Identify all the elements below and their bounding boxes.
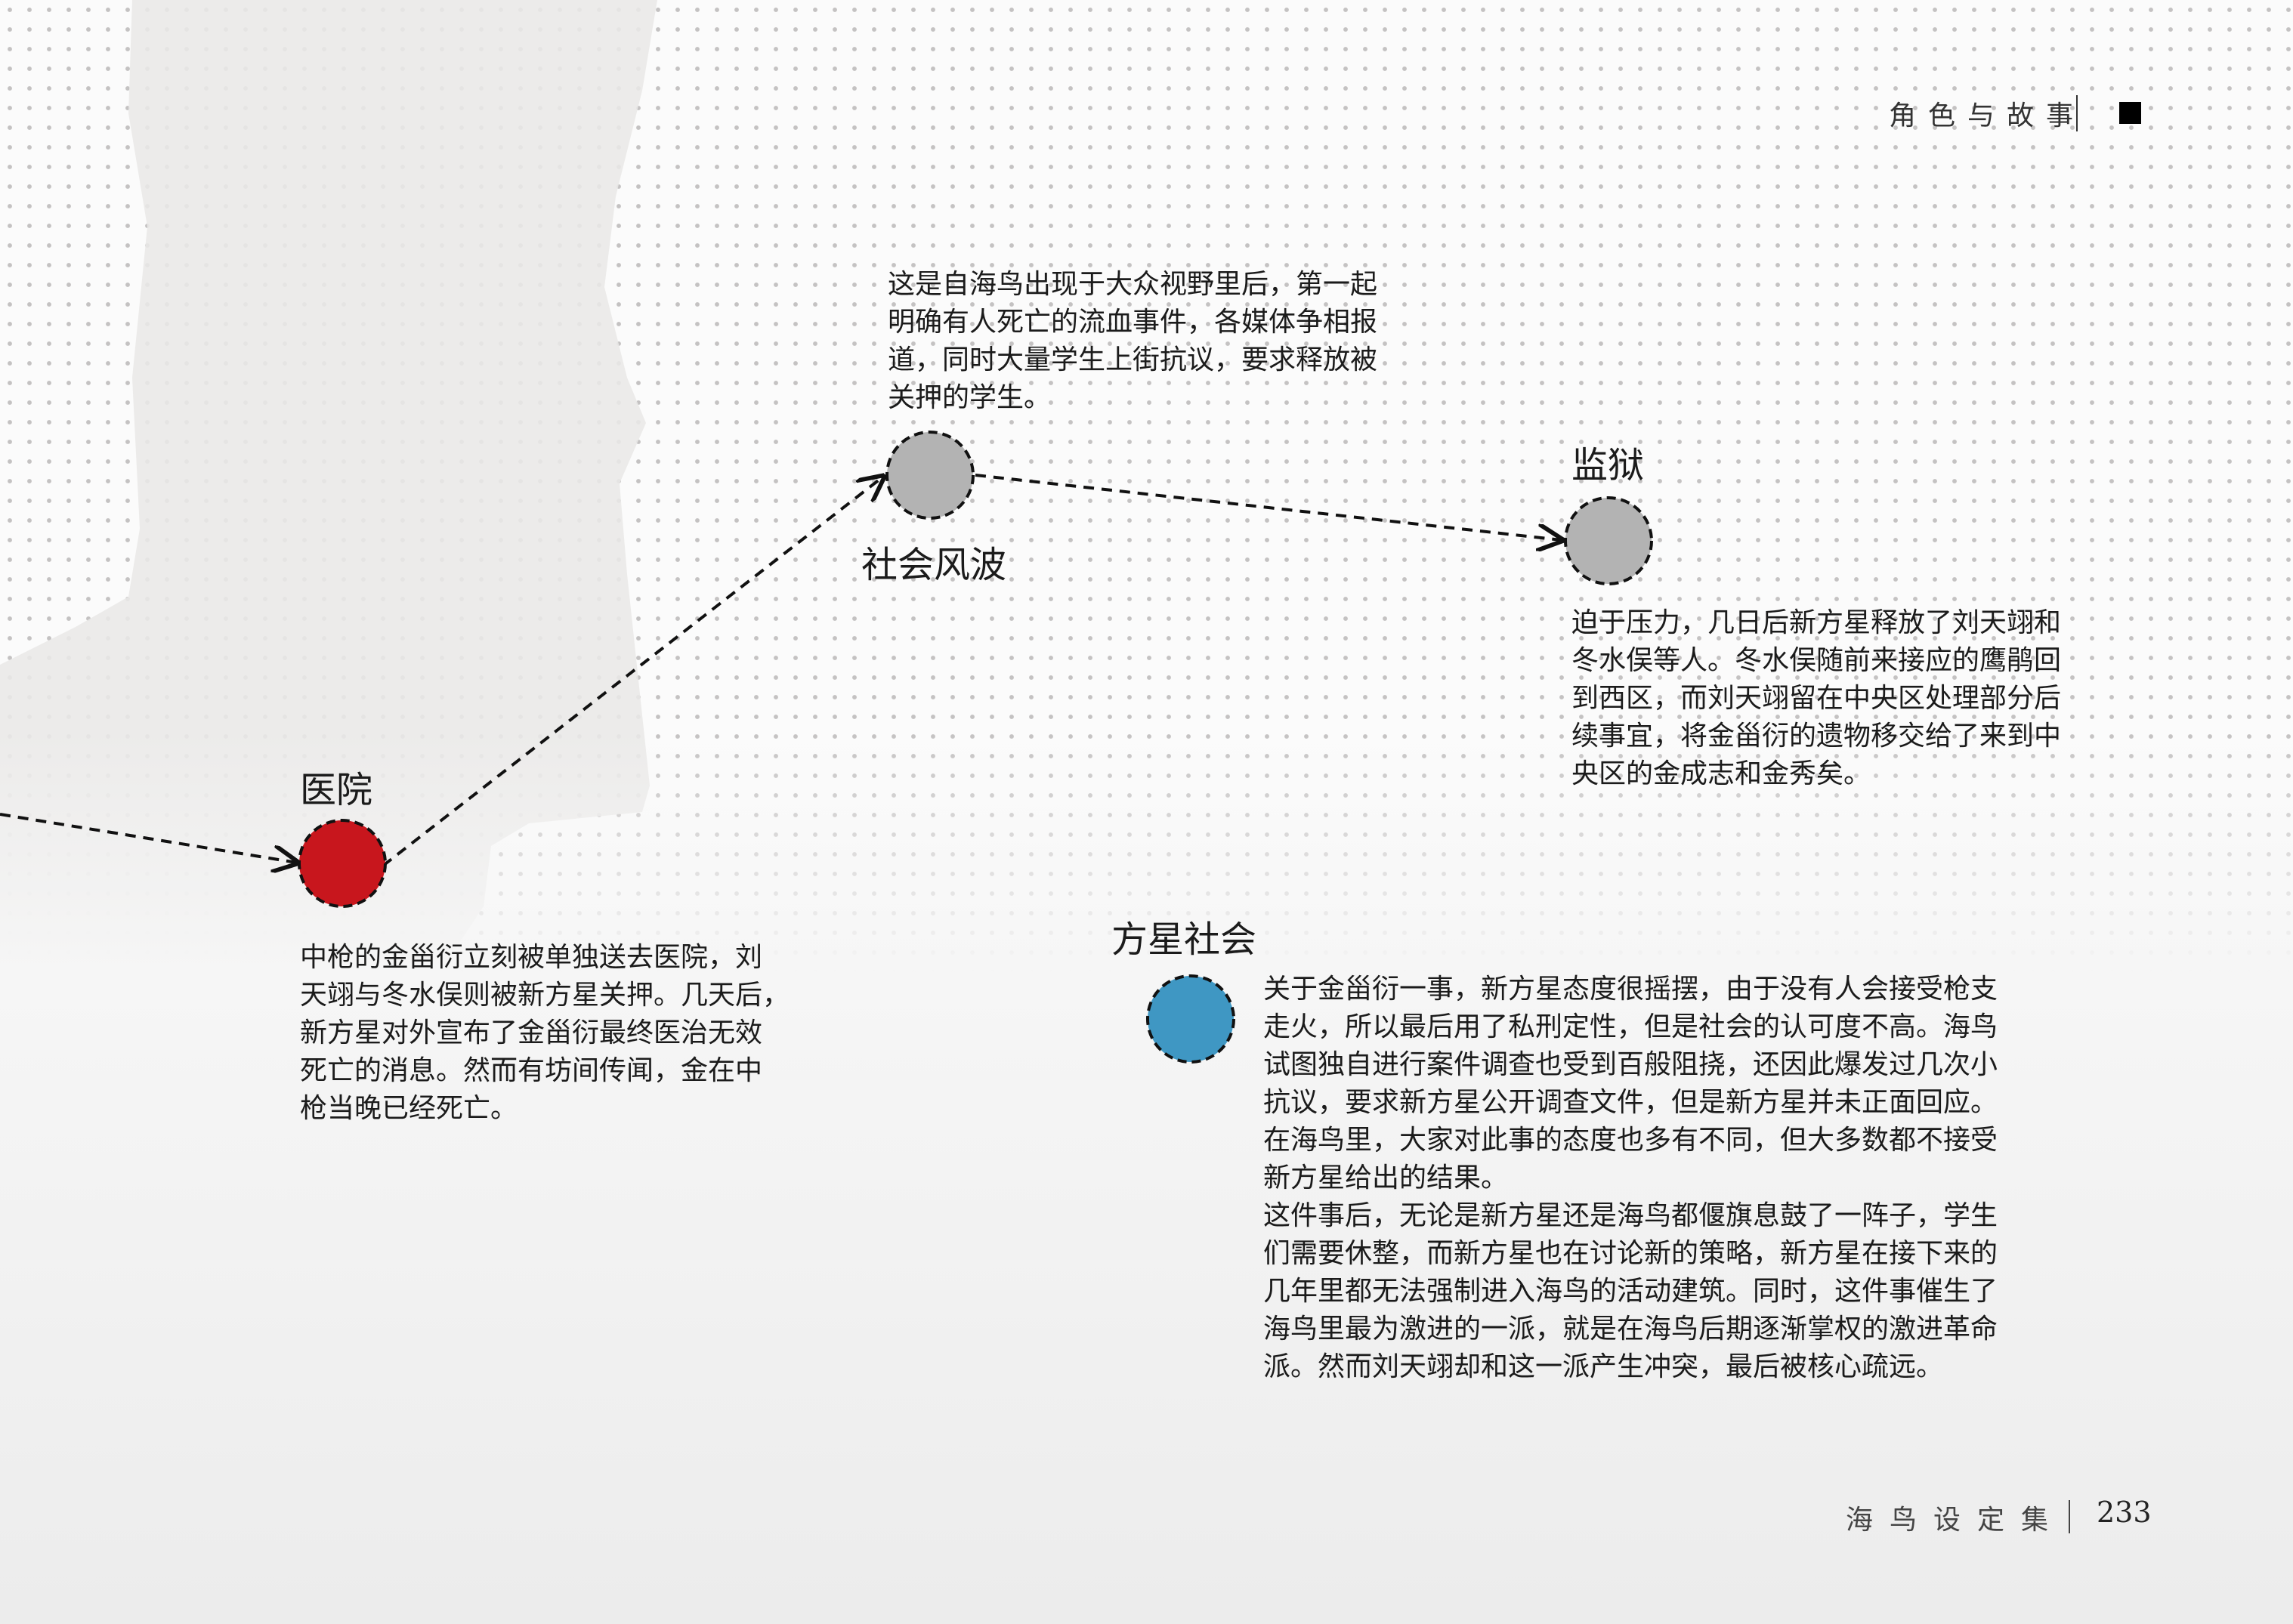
text-line: 新方星对外宣布了金甾衍最终医治无效 [300,1017,763,1048]
text-line: 死亡的消息。然而有坊间传闻，金在中 [300,1055,763,1086]
node-fangxing-society [1146,974,1235,1064]
text-line: 天翊与冬水俣则被新方星关押。几天后， [300,980,790,1011]
prison-description: 迫于压力，几日后新方星释放了刘天翊和 冬水俣等人。冬水俣随前来接应的鹰鹃回 到西… [1571,604,2061,793]
text-line: 抗议，要求新方星公开调查文件，但是新方星并未正面回应。 [1263,1087,1998,1118]
text-line: 关押的学生。 [888,382,1052,413]
text-line: 明确有人死亡的流血事件，各媒体争相报 [888,307,1378,338]
arrow-social-unrest-to-prison [975,474,1562,540]
hospital-description: 中枪的金甾衍立刻被单独送去医院，刘 天翊与冬水俣则被新方星关押。几天后， 新方星… [300,939,790,1128]
text-line: 中枪的金甾衍立刻被单独送去医院，刘 [300,942,763,973]
text-line: 试图独自进行案件调查也受到百般阻挠，还因此爆发过几次小 [1263,1049,1998,1080]
text-line: 海鸟里最为激进的一派，就是在海鸟后期逐渐掌权的激进革命 [1263,1314,1998,1345]
text-line: 这件事后，无论是新方星还是海鸟都偃旗息鼓了一阵子，学生 [1263,1200,1998,1231]
prison-label: 监狱 [1571,444,1645,486]
text-line: 冬水俣等人。冬水俣随前来接应的鹰鹃回 [1571,645,2062,676]
text-line: 央区的金成志和金秀矣。 [1571,758,1871,789]
text-line: 几年里都无法强制进入海鸟的活动建筑。同时，这件事催生了 [1263,1276,1998,1307]
text-line: 新方星给出的结果。 [1263,1162,1509,1193]
text-line: 这是自海鸟出现于大众视野里后，第一起 [888,269,1378,300]
text-line: 走火，所以最后用了私刑定性，但是社会的认可度不高。海鸟 [1263,1011,1998,1042]
arrow-into-hospital [0,813,297,863]
social-unrest-label: 社会风波 [861,544,1007,586]
text-line: 迫于压力，几日后新方星释放了刘天翊和 [1571,607,2062,638]
fangxing-society-description: 关于金甾衍一事，新方星态度很摇摆，由于没有人会接受枪支 走火，所以最后用了私刑定… [1263,971,1998,1386]
section-title: 角色与故事 [1889,100,2086,131]
footer-divider [2069,1500,2070,1533]
node-prison [1564,496,1653,585]
arrow-hospital-to-social-unrest [382,477,883,867]
section-marker-square [2119,102,2141,124]
page-number: 233 [2097,1496,2152,1529]
text-line: 派。然而刘天翊却和这一派产生冲突，最后被核心疏远。 [1263,1351,1944,1382]
text-line: 在海鸟里，大家对此事的态度也多有不同，但大多数都不接受 [1263,1125,1998,1156]
text-line: 关于金甾衍一事，新方星态度很摇摆，由于没有人会接受枪支 [1263,974,1998,1005]
book-title: 海鸟设定集 [1846,1505,2066,1536]
fangxing-society-label: 方星社会 [1111,919,1257,961]
text-line: 到西区，而刘天翊留在中央区处理部分后 [1571,683,2062,714]
node-social-unrest [885,431,975,520]
text-line: 道，同时大量学生上街抗议，要求释放被 [888,344,1378,375]
social-unrest-description: 这是自海鸟出现于大众视野里后，第一起 明确有人死亡的流血事件，各媒体争相报 道，… [888,266,1377,417]
node-hospital [298,819,387,908]
header-divider [2076,95,2078,131]
hospital-label: 医院 [300,769,373,811]
text-line: 枪当晚已经死亡。 [300,1093,518,1124]
text-line: 续事宜，将金甾衍的遗物移交给了来到中 [1571,721,2062,752]
text-line: 们需要休整，而新方星也在讨论新的策略，新方星在接下来的 [1263,1238,1998,1269]
